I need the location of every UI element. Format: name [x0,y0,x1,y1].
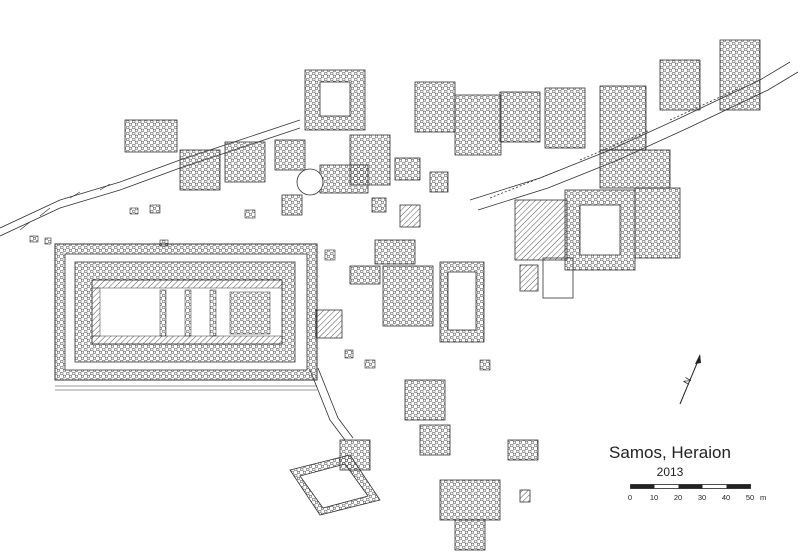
scale-tick-10: 10 [649,493,659,502]
scale-tick-40: 40 [721,493,731,502]
map-title: Samos, Heraion [609,443,731,462]
scale-unit: m [760,493,767,502]
scale-tick-50: 50 [745,493,755,502]
scattered-fragments [29,204,491,371]
western-buildings [124,119,369,216]
southern-structures [289,367,539,551]
temple-of-hera [54,243,318,391]
scale-bar: 0 10 20 30 40 50 m [628,483,770,511]
scale-tick-30: 30 [697,493,707,502]
north-arrow-icon [679,354,701,405]
scale-tick-20: 20 [673,493,683,502]
central-structures [315,171,485,343]
scale-tick-0: 0 [627,493,633,502]
northern-buildings [304,39,761,186]
map-year: 2013 [656,465,684,479]
southeastern-houses [514,149,681,299]
scale-bar-graphic [630,484,751,489]
